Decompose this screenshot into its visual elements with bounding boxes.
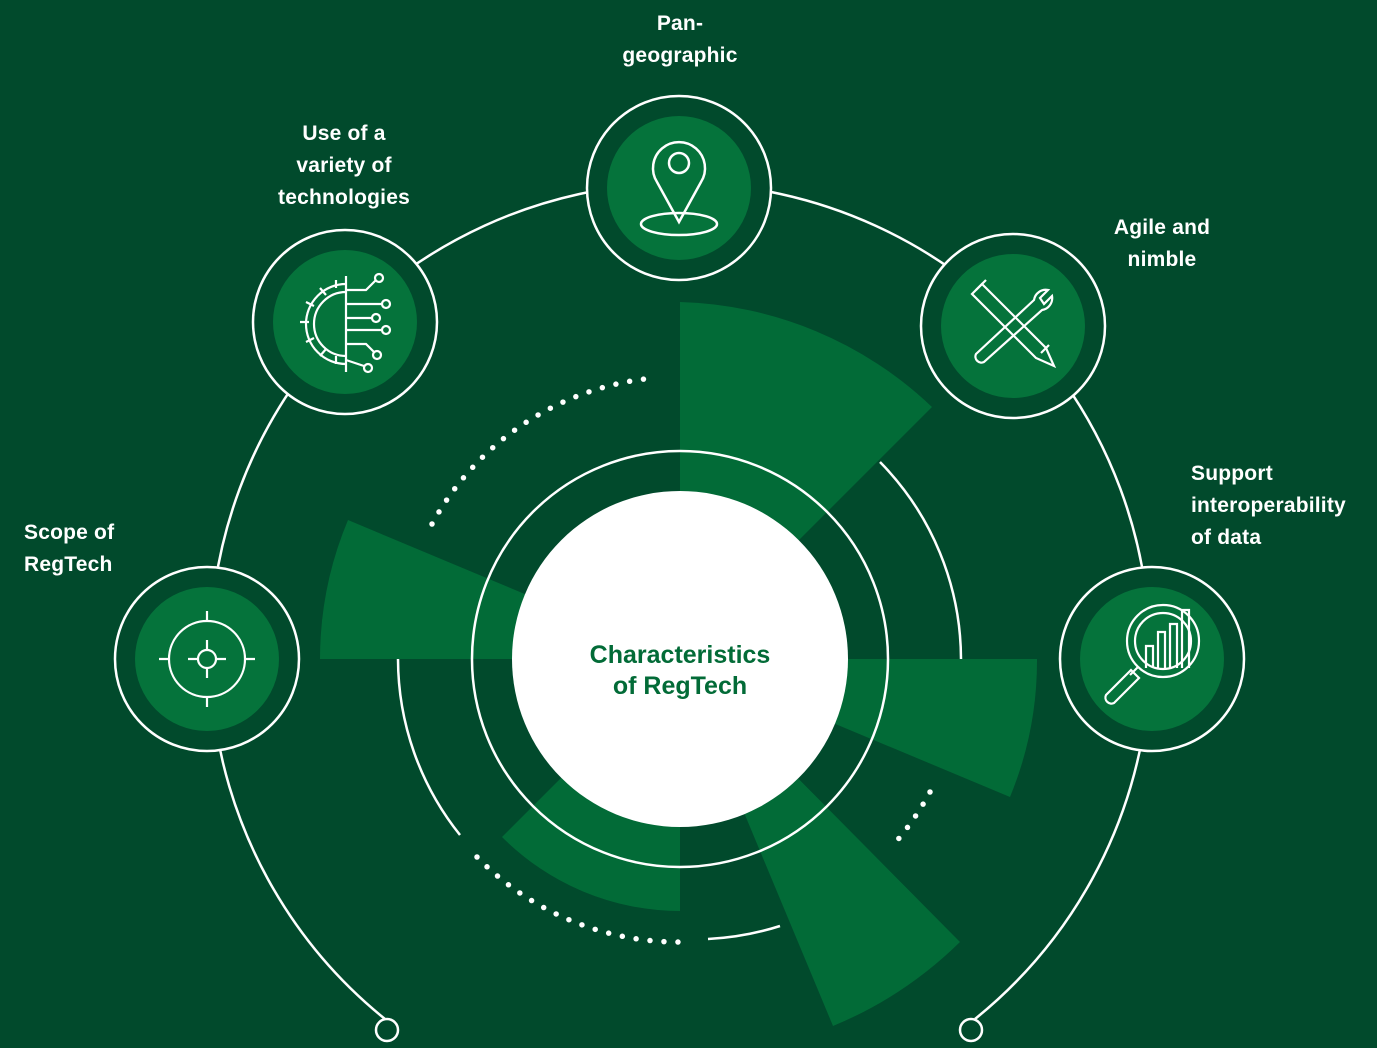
- label-pan-geographic: Pan- geographic: [622, 12, 738, 67]
- pencil-wrench-icon: [970, 279, 1057, 369]
- label-variety-of-technologies: Use of a variety of technologies: [278, 122, 410, 209]
- center-disk: [512, 491, 848, 827]
- center-title: Characteristics of RegTech: [589, 641, 771, 700]
- target-crosshair-icon: [159, 611, 255, 707]
- connector-end-right: [958, 1017, 984, 1043]
- label-scope-of-regtech: Scope of RegTech: [24, 521, 115, 576]
- connector-end-left: [374, 1017, 400, 1043]
- node-variety-of-technologies: [251, 228, 439, 416]
- node-scope-of-regtech: [113, 565, 301, 753]
- dotted-arc-bottom: [474, 854, 685, 945]
- dotted-arc-right: [892, 789, 933, 846]
- node-pan-geographic: [585, 94, 773, 282]
- node-agile-and-nimble: [919, 232, 1107, 420]
- center-ring: [470, 449, 890, 869]
- label-agile-and-nimble: Agile and nimble: [1113, 216, 1211, 271]
- label-interoperability-of-data: Support interoperability of data: [1191, 462, 1346, 549]
- inner-arc-bottom: [707, 924, 781, 941]
- gear-circuit-icon: [300, 272, 392, 374]
- inner-arcs: [396, 449, 963, 941]
- inner-arc-right: [879, 461, 963, 660]
- dotted-arcs: [429, 375, 933, 945]
- inner-arc-bottom-left: [396, 658, 461, 836]
- node-interoperability-of-data: [1058, 565, 1246, 753]
- location-pin-icon: [639, 140, 719, 237]
- dotted-arc-top-left: [429, 375, 657, 527]
- magnifier-chart-icon: [1104, 603, 1201, 705]
